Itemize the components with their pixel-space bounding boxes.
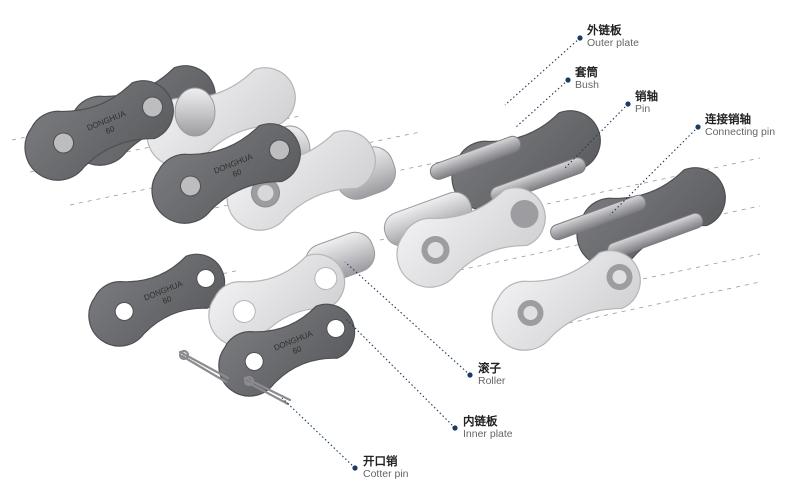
exploded-parts	[304, 110, 726, 351]
label-inner-plate-en: Inner plate	[463, 428, 513, 441]
plate-size-text: 60	[161, 294, 173, 306]
callout-lines	[281, 37, 699, 469]
label-roller-en: Roller	[478, 375, 506, 388]
label-inner-plate-zh: 内链板	[463, 414, 498, 428]
label-pin-zh: 销轴	[635, 89, 658, 103]
loose-plates: DONGHUA 60 DONGHUA 60	[88, 253, 356, 406]
label-outer-plate: 外链板 Outer plate	[587, 23, 639, 50]
front-outer-plate-1: DONGHUA 60	[24, 80, 174, 181]
front-inner-plate	[226, 130, 376, 231]
label-roller: 滚子 Roller	[478, 361, 506, 388]
label-cotter-pin: 开口销 Cotter pin	[363, 454, 409, 481]
label-cotter-pin-zh: 开口销	[363, 454, 398, 468]
loose-inner-plate	[208, 253, 346, 347]
cotter-pins	[178, 349, 292, 406]
label-inner-plate: 内链板 Inner plate	[463, 414, 513, 441]
callout-dots	[352, 35, 701, 471]
loose-outer-plate-front: DONGHUA 60	[218, 303, 356, 397]
label-connecting-pin: 连接销轴 Connecting pin	[705, 112, 776, 139]
assembled-chain: DONGHUA 60 DONGHUA 60	[24, 65, 396, 231]
label-outer-plate-zh: 外链板	[587, 23, 622, 37]
label-roller-zh: 滚子	[478, 361, 501, 375]
plate-size-text: 60	[104, 124, 116, 136]
label-outer-plate-en: Outer plate	[587, 37, 639, 50]
label-connecting-pin-en: Connecting pin	[705, 126, 776, 139]
front-inner-plate-right	[491, 250, 641, 351]
connecting-pins	[550, 194, 704, 259]
plate-size-text: 60	[231, 167, 243, 179]
label-bush-zh: 套筒	[575, 65, 598, 79]
loose-outer-plate: DONGHUA 60	[88, 253, 226, 347]
label-bush: 套筒 Bush	[575, 65, 599, 92]
label-connecting-pin-zh: 连接销轴	[705, 112, 751, 126]
exploded-inner-plate	[396, 187, 546, 288]
label-pin: 销轴 Pin	[635, 89, 658, 116]
label-cotter-pin-en: Cotter pin	[363, 468, 409, 481]
label-pin-en: Pin	[635, 103, 651, 116]
plate-size-text: 60	[291, 344, 303, 356]
front-outer-plate-2: DONGHUA 60	[151, 123, 301, 224]
label-bush-en: Bush	[575, 79, 599, 92]
